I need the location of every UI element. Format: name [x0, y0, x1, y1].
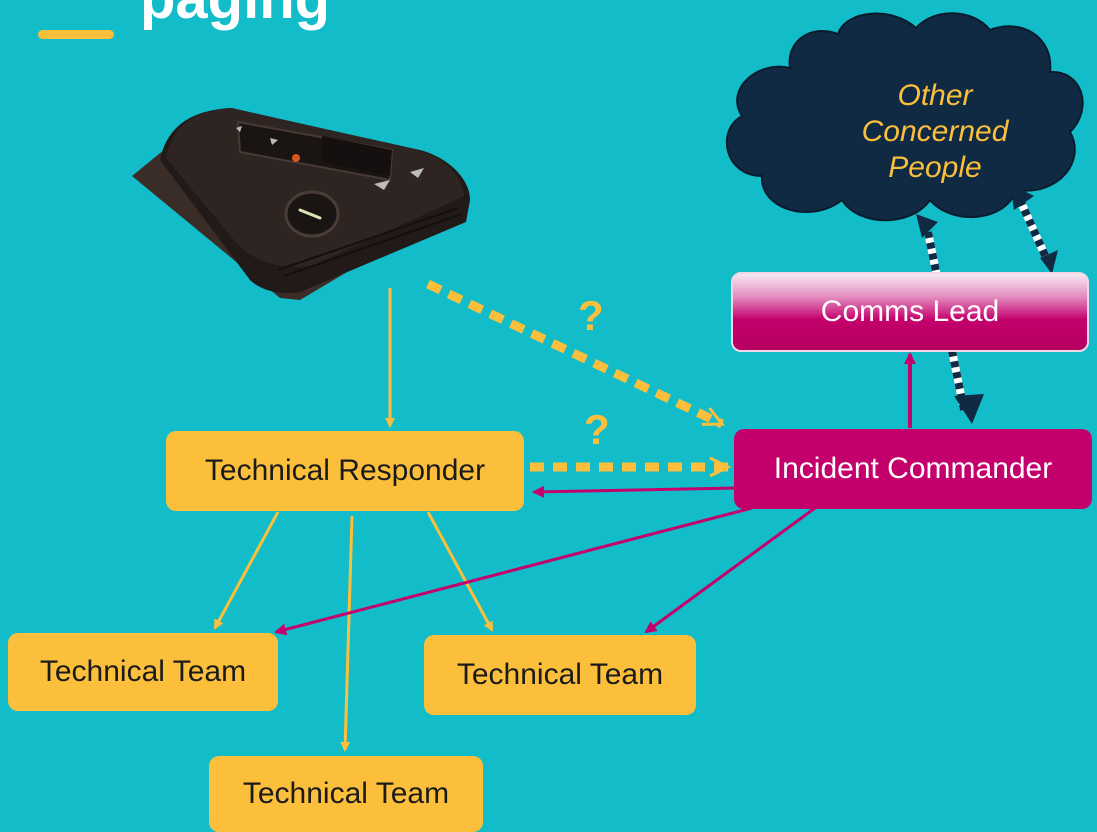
slide-title-fragment: paging: [140, 0, 330, 28]
technical-team-node-3: Technical Team: [209, 756, 483, 832]
technical-team-node-2: Technical Team: [424, 635, 696, 715]
commander-to-team1-arrow: [274, 506, 753, 636]
technical-team-node-1: Technical Team: [8, 633, 278, 711]
pager-to-commander-dashed-arrow: [426, 279, 726, 429]
pager-image: [132, 108, 470, 300]
technical-responder-node: Technical Responder: [166, 431, 524, 511]
cloud-shape: [725, 12, 1084, 222]
question-mark-2: ?: [584, 406, 610, 453]
cloud-line-3: People: [888, 151, 982, 184]
responder-to-team1-arrow: [213, 511, 280, 630]
comms-lead-node: Comms Lead: [731, 272, 1089, 352]
cloud-line-2: Concerned: [861, 115, 1009, 148]
responder-to-team3-arrow: [340, 515, 354, 752]
cloud-label: Other Concerned People: [840, 78, 1030, 186]
title-underline: [38, 30, 114, 39]
commander-to-team2-arrow: [644, 506, 816, 634]
cloud-comms-link: [1010, 184, 1058, 274]
commander-to-responder-arrow: [532, 485, 737, 498]
cloud-line-1: Other: [897, 79, 973, 112]
question-mark-1: ?: [578, 292, 604, 339]
responder-to-team2-arrow: [426, 511, 494, 632]
incident-commander-node: Incident Commander: [734, 429, 1092, 509]
